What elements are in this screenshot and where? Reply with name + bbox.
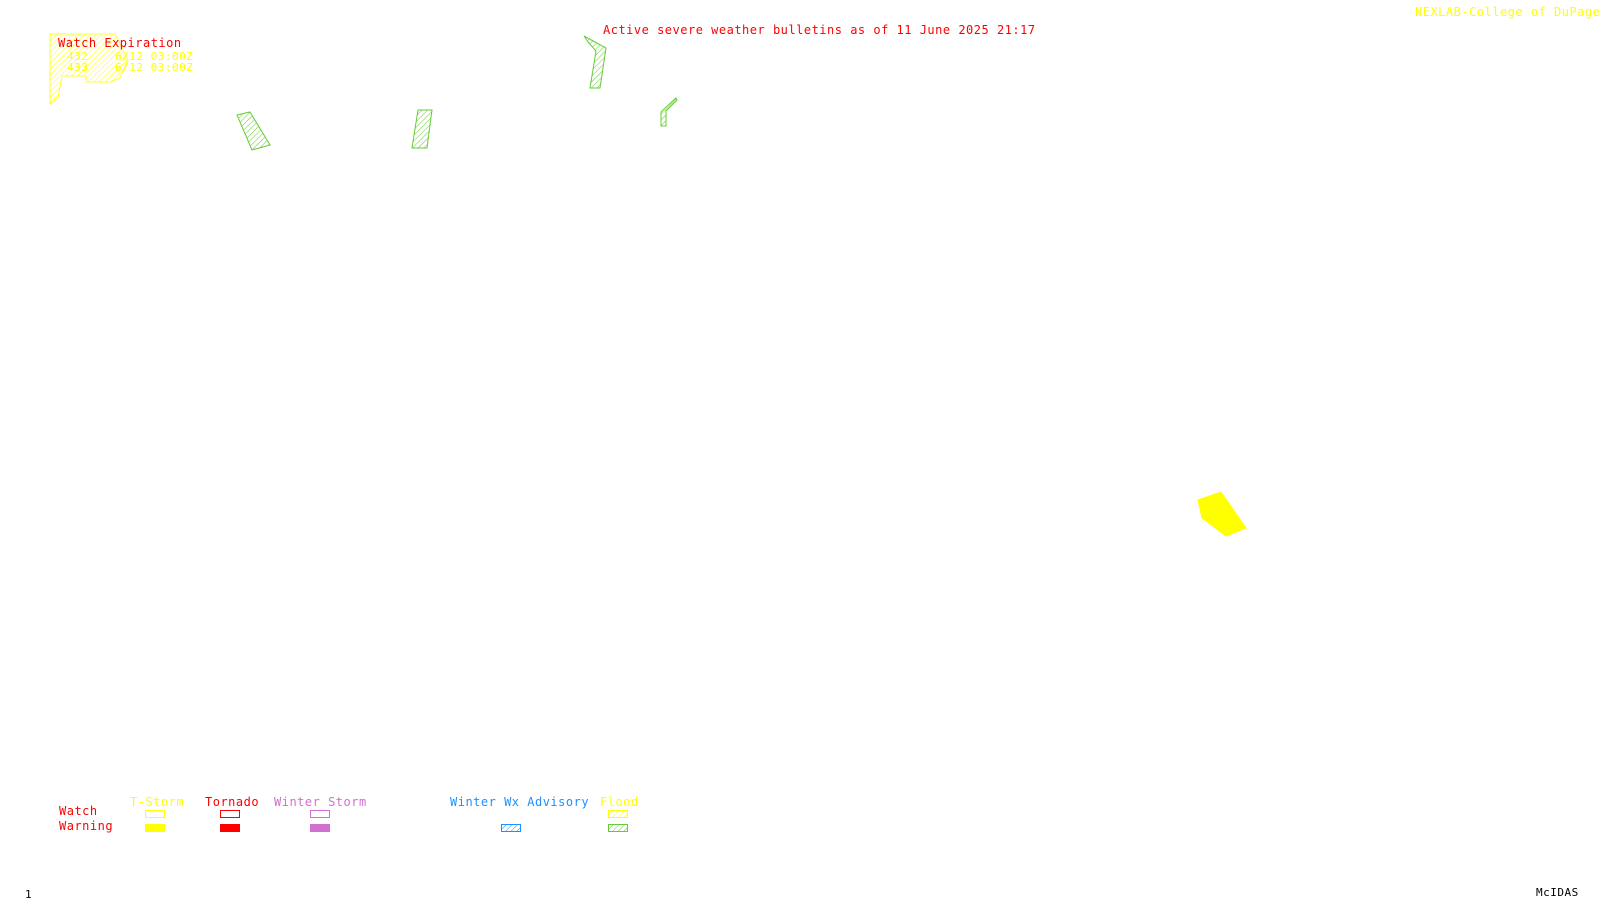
flood-warning-polygon	[583, 35, 607, 89]
flood-warning-polygon	[660, 97, 678, 127]
legend-warning-label: Warning	[59, 819, 114, 833]
legend-flood-watch-swatch	[608, 810, 628, 818]
legend-tornado-watch-swatch	[220, 810, 240, 818]
legend-watch-label: Watch	[59, 804, 98, 818]
watch-expiration-id: 433	[67, 61, 89, 74]
flood-warning-polygon	[411, 109, 433, 149]
watch-expiration-time: 6/12 03:00Z	[115, 50, 194, 63]
legend-tstorm-warning-swatch	[145, 824, 165, 832]
legend-flood-label: Flood	[600, 795, 639, 809]
tstorm-warning-polygon	[1197, 491, 1247, 537]
watch-expiration-time: 6/12 03:00Z	[115, 61, 194, 74]
legend-winter-storm-label: Winter Storm	[274, 795, 367, 809]
software-label: McIDAS	[1536, 886, 1579, 899]
legend-tornado-label: Tornado	[205, 795, 260, 809]
legend-winter-storm-watch-swatch	[310, 810, 330, 818]
flood-watch-area	[49, 33, 129, 105]
flood-warning-polygon	[236, 111, 271, 151]
credit-label: NEXLAB-College of DuPage ©	[1415, 5, 1600, 19]
bulletin-title: Active severe weather bulletins as of 11…	[603, 23, 1036, 37]
legend-tstorm-label: T-Storm	[130, 795, 185, 809]
legend-tstorm-watch-swatch	[145, 810, 165, 818]
legend-tornado-warning-swatch	[220, 824, 240, 832]
legend-winter-wx-advisory-label: Winter Wx Advisory	[450, 795, 590, 809]
legend-winter-wx-advisory-swatch	[501, 824, 521, 832]
legend-flood-warning-swatch	[608, 824, 628, 832]
watch-expiration-label: Watch Expiration	[58, 36, 182, 50]
frame-number: 1	[25, 888, 33, 901]
legend-winter-storm-warning-swatch	[310, 824, 330, 832]
watch-expiration-id: 432	[67, 50, 89, 63]
